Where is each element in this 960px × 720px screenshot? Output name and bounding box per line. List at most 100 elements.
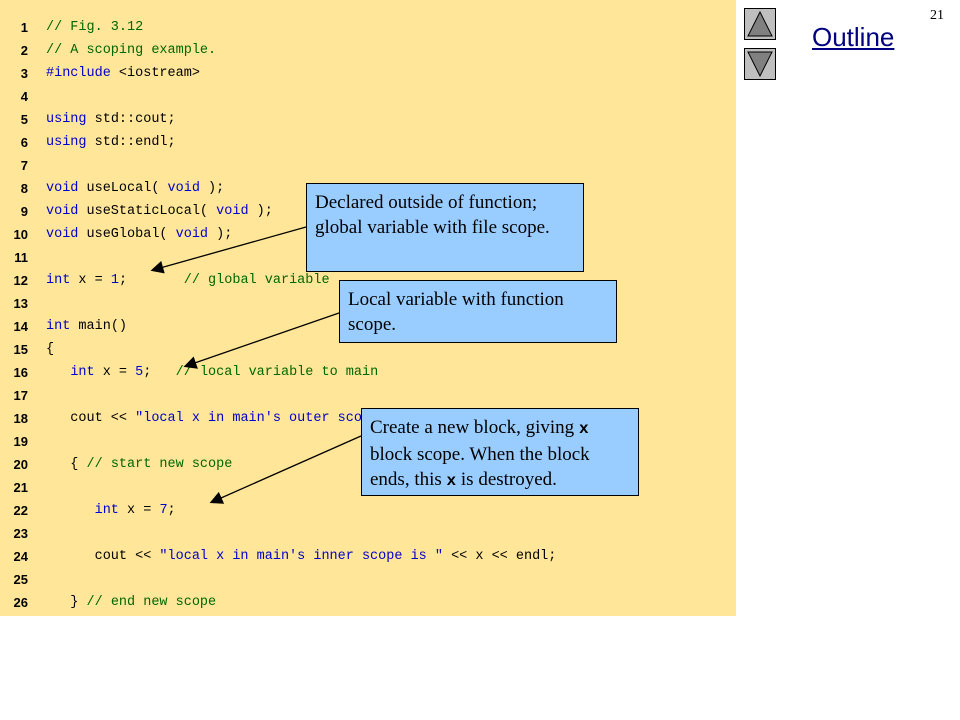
previous-slide-button[interactable]	[744, 8, 776, 40]
code-line: 25	[0, 568, 736, 591]
callout-block-text-3: is destroyed.	[456, 469, 557, 490]
code-text: } // end new scope	[46, 591, 216, 614]
code-token-comment: // end new scope	[86, 595, 217, 610]
code-line: 13	[0, 292, 736, 315]
line-number: 14	[13, 319, 28, 334]
code-text: void useGlobal( void );	[46, 223, 232, 246]
code-token-keyword: using	[46, 135, 87, 150]
code-token-comment: // global variable	[183, 273, 330, 288]
code-token-plain: {	[46, 457, 87, 472]
code-token-keyword: void	[167, 181, 200, 196]
code-line: 21	[0, 476, 736, 499]
callout-function-scope: Local variable with function scope.	[339, 280, 617, 343]
code-text: void useLocal( void );	[46, 177, 224, 200]
callout-block-text-2: block scope. When the block ends, this	[370, 444, 590, 490]
code-token-keyword: void	[46, 181, 79, 196]
code-token-keyword: int	[46, 273, 71, 288]
code-token-plain: }	[46, 595, 87, 610]
code-token-keyword: void	[216, 204, 249, 219]
code-line: 8 void useLocal( void );	[0, 177, 736, 200]
code-token-plain: );	[208, 227, 233, 242]
callout-block-text-1: Create a new block, giving	[370, 417, 579, 438]
line-number: 3	[20, 66, 28, 81]
code-token-keyword: int	[46, 319, 71, 334]
line-number: 17	[13, 388, 28, 403]
line-number: 1	[20, 20, 28, 35]
code-token-plain: << x << endl;	[442, 549, 557, 564]
line-number: 8	[20, 181, 28, 196]
code-line: 24 cout << "local x in main's inner scop…	[0, 545, 736, 568]
triangle-down-icon	[747, 51, 773, 78]
line-number: 6	[20, 135, 28, 150]
line-number: 9	[20, 204, 28, 219]
code-text: int main()	[46, 315, 127, 338]
code-token-plain: x =	[118, 503, 160, 518]
code-token-plain: <iostream>	[110, 66, 200, 81]
triangle-up-icon	[747, 10, 773, 37]
line-number: 12	[13, 273, 28, 288]
code-token-number: 5	[135, 365, 144, 380]
line-number: 11	[14, 250, 28, 265]
code-text: // A scoping example.	[46, 39, 216, 62]
code-token-keyword: #include	[46, 66, 111, 81]
code-token-plain: useStaticLocal(	[78, 204, 217, 219]
code-text: // Fig. 3.12	[46, 16, 143, 39]
code-line: 15 {	[0, 338, 736, 361]
line-number: 16	[13, 365, 28, 380]
code-text: #include <iostream>	[46, 62, 200, 85]
code-token-plain: cout <<	[46, 411, 136, 426]
code-token-plain: ;	[118, 273, 184, 288]
code-line: 9 void useStaticLocal( void );	[0, 200, 736, 223]
code-token-number: 1	[110, 273, 119, 288]
line-number: 15	[13, 342, 28, 357]
line-number: 18	[13, 411, 28, 426]
code-line: 7	[0, 154, 736, 177]
code-text: using std::endl;	[46, 131, 176, 154]
callout-global-variable: Declared outside of function; global var…	[306, 183, 584, 272]
code-line: 20 { // start new scope	[0, 453, 736, 476]
arrow-block	[209, 435, 362, 504]
code-token-keyword: void	[46, 204, 79, 219]
code-token-plain: std::cout;	[86, 112, 176, 127]
code-text: int x = 1; // global variable	[46, 269, 330, 292]
next-slide-button[interactable]	[744, 48, 776, 80]
code-token-keyword: int	[70, 365, 95, 380]
code-token-plain: );	[199, 181, 225, 196]
code-token-plain: ;	[167, 503, 176, 518]
code-line: 23	[0, 522, 736, 545]
code-line: 11	[0, 246, 736, 269]
code-token-plain: x =	[70, 273, 111, 288]
code-token-keyword: void	[46, 227, 79, 242]
code-line: 6 using std::endl;	[0, 131, 736, 154]
line-number: 25	[13, 572, 28, 587]
code-line: 2// A scoping example.	[0, 39, 736, 62]
code-token-keyword: using	[46, 112, 87, 127]
code-token-keyword: int	[94, 503, 119, 518]
code-token-comment: // A scoping example.	[46, 43, 217, 58]
callout-block-code-2: x	[446, 472, 457, 490]
code-token-keyword: void	[175, 227, 209, 242]
code-text: cout << "local x in main's inner scope i…	[46, 545, 557, 568]
line-number: 24	[13, 549, 28, 564]
code-token-plain: {	[46, 342, 55, 357]
code-token-plain: useLocal(	[78, 181, 168, 196]
code-line: 16 int x = 5; // local variable to main	[0, 361, 736, 384]
code-token-plain: useGlobal(	[78, 227, 176, 242]
code-line: 17	[0, 384, 736, 407]
code-token-comment: // Fig. 3.12	[46, 20, 144, 35]
line-number: 10	[13, 227, 28, 242]
code-token-comment: // local variable to main	[175, 365, 379, 380]
code-token-plain: );	[248, 204, 273, 219]
code-line: 19	[0, 430, 736, 453]
code-token-plain: main()	[70, 319, 128, 334]
line-number: 21	[13, 480, 28, 495]
line-number: 7	[20, 158, 28, 173]
callout-block-scope: Create a new block, giving x block scope…	[361, 408, 639, 496]
callout-global-text: Declared outside of function; global var…	[315, 192, 550, 238]
line-number: 26	[13, 595, 28, 610]
outline-link[interactable]: Outline	[812, 22, 895, 52]
arrow-global	[150, 226, 307, 274]
code-token-comment: // start new scope	[86, 457, 233, 472]
line-number: 20	[13, 457, 28, 472]
